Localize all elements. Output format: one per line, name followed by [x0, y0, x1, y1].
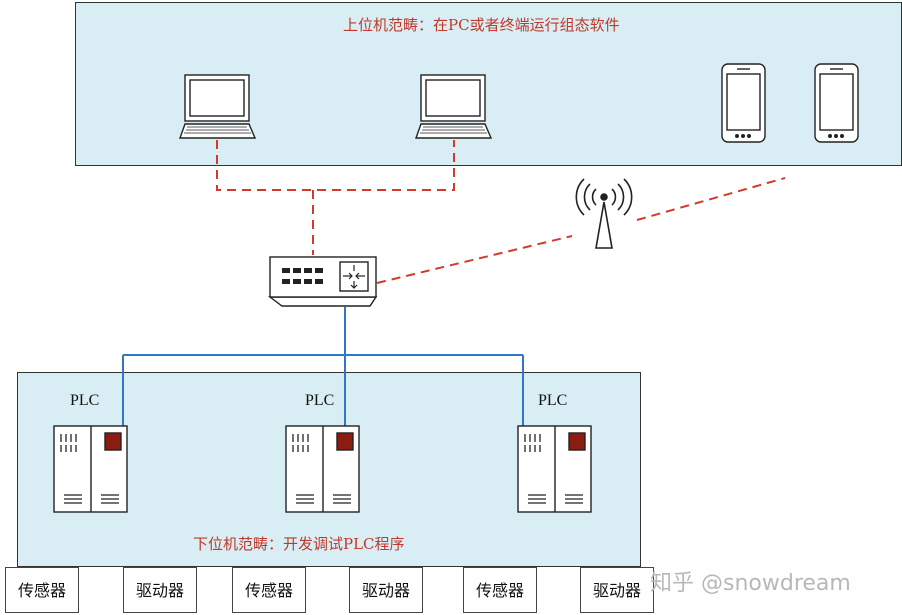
smartphone-icon: [721, 63, 766, 143]
driver-box: 驱动器: [123, 567, 197, 613]
plc-label-2: PLC: [305, 392, 335, 409]
plc-rack-icon: [517, 425, 592, 513]
watermark: 知乎 @snowdream: [650, 571, 851, 596]
dashed-network-links: [216, 140, 786, 284]
upper-panel-caption: 上位机范畴：在PC或者终端运行组态软件: [343, 16, 620, 34]
laptop-icon: [415, 74, 493, 139]
plc-rack-icon: [285, 425, 360, 513]
smartphone-icon: [814, 63, 859, 143]
wireless-antenna-icon: [575, 178, 633, 249]
network-switch-icon: [267, 256, 378, 307]
wired-plc-links: [122, 307, 524, 426]
driver-box: 驱动器: [349, 567, 423, 613]
lower-panel-caption: 下位机范畴：开发调试PLC程序: [193, 535, 405, 553]
laptop-icon: [179, 74, 257, 139]
sensor-box: 传感器: [232, 567, 306, 613]
sensor-box: 传感器: [463, 567, 537, 613]
sensor-box: 传感器: [5, 567, 79, 613]
driver-box: 驱动器: [580, 567, 654, 613]
plc-label-1: PLC: [70, 392, 100, 409]
plc-rack-icon: [53, 425, 128, 513]
plc-label-3: PLC: [538, 392, 568, 409]
